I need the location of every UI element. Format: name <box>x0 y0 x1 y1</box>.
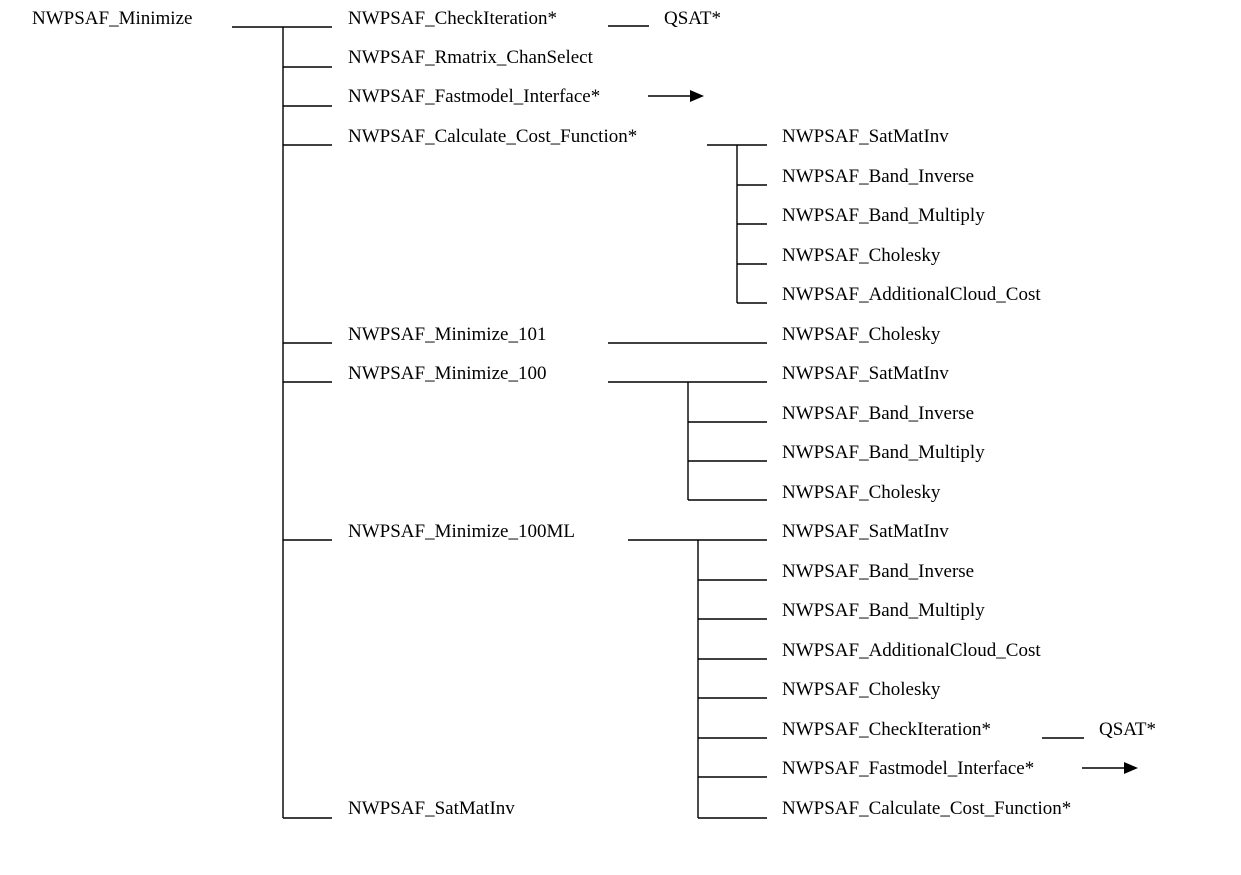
arrow-right-icon <box>1082 762 1138 774</box>
node-costfn-cholesky: NWPSAF_Cholesky <box>782 245 941 266</box>
node-min100-cholesky: NWPSAF_Cholesky <box>782 482 941 503</box>
node-min100ml-calculate-cost-function: NWPSAF_Calculate_Cost_Function* <box>782 798 1072 819</box>
node-satmatinv: NWPSAF_SatMatInv <box>348 798 515 819</box>
node-min100ml-band-multiply: NWPSAF_Band_Multiply <box>782 600 985 621</box>
node-qsat: QSAT* <box>664 8 722 29</box>
node-minimize-100: NWPSAF_Minimize_100 <box>348 363 547 384</box>
node-min100-band-multiply: NWPSAF_Band_Multiply <box>782 442 985 463</box>
node-rmatrix-chanselect: NWPSAF_Rmatrix_ChanSelect <box>348 47 593 68</box>
node-min100ml-band-inverse: NWPSAF_Band_Inverse <box>782 561 975 582</box>
node-minimize-100ml: NWPSAF_Minimize_100ML <box>348 521 575 542</box>
node-min100ml-fastmodel-interface: NWPSAF_Fastmodel_Interface* <box>782 758 1035 779</box>
node-min100-band-inverse: NWPSAF_Band_Inverse <box>782 403 975 424</box>
node-min100ml-cholesky: NWPSAF_Cholesky <box>782 679 941 700</box>
node-minimize-101: NWPSAF_Minimize_101 <box>348 324 547 345</box>
node-min100ml-qsat: QSAT* <box>1099 719 1157 740</box>
node-fastmodel-interface: NWPSAF_Fastmodel_Interface* <box>348 86 601 107</box>
node-calculate-cost-function: NWPSAF_Calculate_Cost_Function* <box>348 126 638 147</box>
node-checkiteration: NWPSAF_CheckIteration* <box>348 8 557 29</box>
node-costfn-satmatinv: NWPSAF_SatMatInv <box>782 126 949 147</box>
node-min100ml-checkiteration: NWPSAF_CheckIteration* <box>782 719 991 740</box>
node-costfn-band-inverse: NWPSAF_Band_Inverse <box>782 166 975 187</box>
node-root: NWPSAF_Minimize <box>32 8 193 29</box>
node-costfn-band-multiply: NWPSAF_Band_Multiply <box>782 205 985 226</box>
node-min100ml-satmatinv: NWPSAF_SatMatInv <box>782 521 949 542</box>
node-min101-cholesky: NWPSAF_Cholesky <box>782 324 941 345</box>
node-min100-satmatinv: NWPSAF_SatMatInv <box>782 363 949 384</box>
node-min100ml-additionalcloud-cost: NWPSAF_AdditionalCloud_Cost <box>782 640 1041 661</box>
arrow-right-icon <box>648 90 704 102</box>
node-costfn-additionalcloud-cost: NWPSAF_AdditionalCloud_Cost <box>782 284 1041 305</box>
